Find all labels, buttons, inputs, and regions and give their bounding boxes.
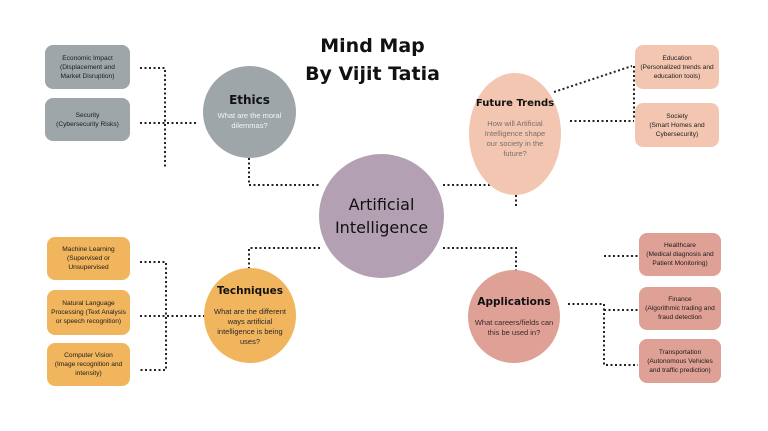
ethics-item-security: Security (Cybersecurity Risks): [45, 98, 130, 141]
techniques-item-nlp: Natural Language Processing (Text Analys…: [47, 290, 130, 335]
future-item-society: Society (Smart Homes and Cybersecurity): [635, 103, 719, 147]
techniques-question: What are the different ways artificial i…: [214, 306, 286, 346]
future-item-education: Education (Personalized trends and educa…: [635, 45, 719, 89]
applications-item-healthcare: Healthcare (Medical diagnosis and Patien…: [639, 233, 721, 276]
applications-question: What careers/fields can this be used in?: [474, 317, 554, 337]
future-trends-node: Future Trends How will Artificial Intell…: [469, 73, 561, 195]
techniques-item-machine-learning: Machine Learning (Supervised or Unsuperv…: [47, 237, 130, 280]
central-node-label: Artificial Intelligence: [334, 195, 429, 237]
future-trends-title: Future Trends: [475, 97, 555, 109]
ethics-node: Ethics What are the moral dilemmas?: [203, 66, 296, 158]
techniques-node: Techniques What are the different ways a…: [204, 268, 296, 363]
future-trends-question: How will Artificial Intelligence shape o…: [484, 118, 546, 158]
applications-node: Applications What careers/fields can thi…: [468, 270, 560, 363]
techniques-item-computer-vision: Computer Vision (Image recognition and i…: [47, 343, 130, 386]
techniques-title: Techniques: [216, 284, 284, 297]
title-line-1: Mind Map: [320, 35, 425, 57]
applications-title: Applications: [477, 295, 551, 308]
applications-item-transportation: Transportation (Autonomous Vehicles and …: [639, 339, 721, 383]
ethics-title: Ethics: [229, 93, 270, 107]
title-line-2: By Vijit Tatia: [305, 63, 440, 85]
central-node: Artificial Intelligence: [319, 154, 444, 278]
ethics-question: What are the moral dilemmas?: [217, 111, 282, 130]
page-title: Mind Map By Vijit Tatia: [290, 32, 455, 88]
applications-item-finance: Finance (Algorithmic trading and fraud d…: [639, 287, 721, 330]
ethics-item-economic-impact: Economic Impact (Displacement and Market…: [45, 45, 130, 89]
